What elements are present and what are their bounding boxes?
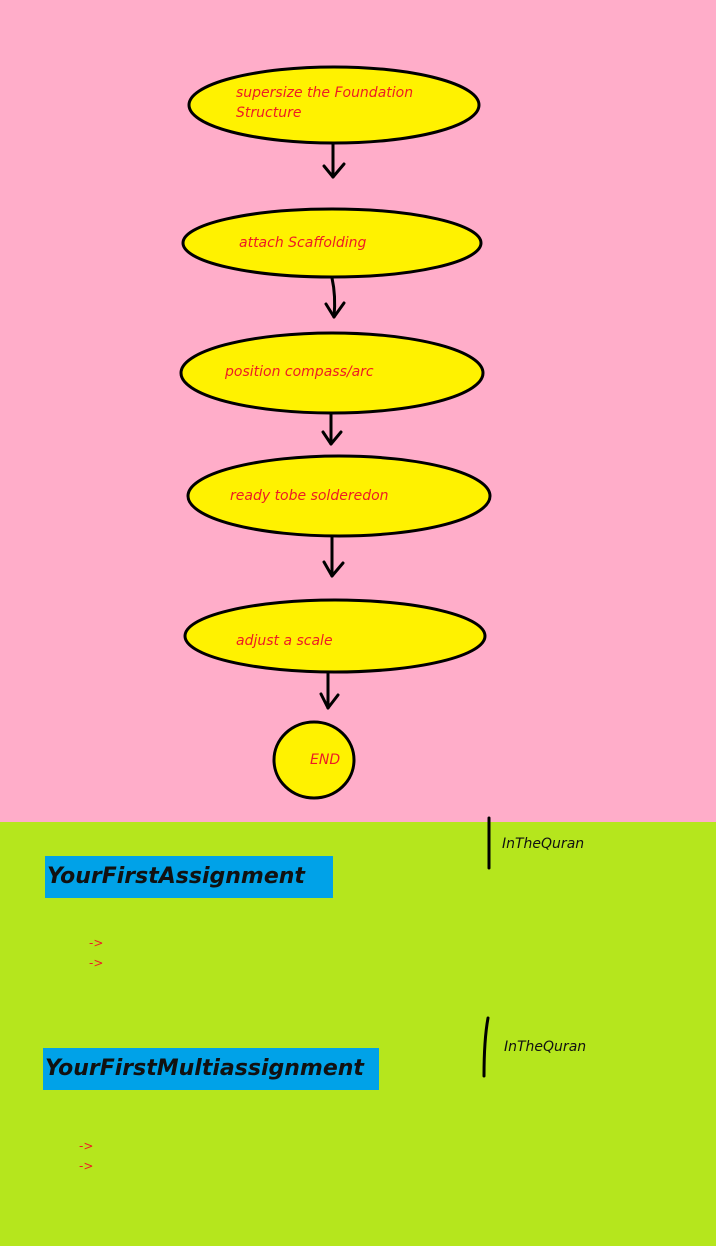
multiassignment-heading: YourFirstMultiassignment [43, 1048, 379, 1090]
flowchart-canvas [179, 65, 492, 800]
flow-node-shape-4 [186, 454, 492, 538]
list-item: -> [89, 936, 104, 950]
flow-node-4-label: ready tobe solderedon [230, 488, 389, 504]
flow-arrow-2 [324, 276, 346, 319]
flow-node-5-label: adjust a scale [236, 633, 333, 649]
list-item: -> [89, 956, 104, 970]
flow-arrow-5 [319, 670, 340, 710]
divider-mark [487, 816, 491, 870]
list-item: -> [79, 1139, 94, 1153]
flow-node-2-label: attach Scaffolding [239, 235, 367, 251]
flow-arrow-3 [321, 412, 343, 446]
flow-arrow-4 [322, 535, 345, 578]
section-side-label: InTheQuran [502, 836, 585, 852]
flow-node-1-label: supersize the Foundation Structure [236, 85, 414, 121]
assignment-heading: YourFirstAssignment [45, 856, 333, 898]
flow-node-3-label: position compass/arc [225, 364, 374, 380]
flow-node-shape-end [272, 720, 356, 800]
flow-arrow-1 [322, 142, 346, 179]
flow-node-shape-5 [183, 598, 487, 674]
flow-node-end-label: END [310, 752, 341, 768]
list-item: -> [79, 1159, 94, 1173]
section-side-label: InTheQuran [504, 1039, 587, 1055]
divider-mark [482, 1016, 490, 1078]
